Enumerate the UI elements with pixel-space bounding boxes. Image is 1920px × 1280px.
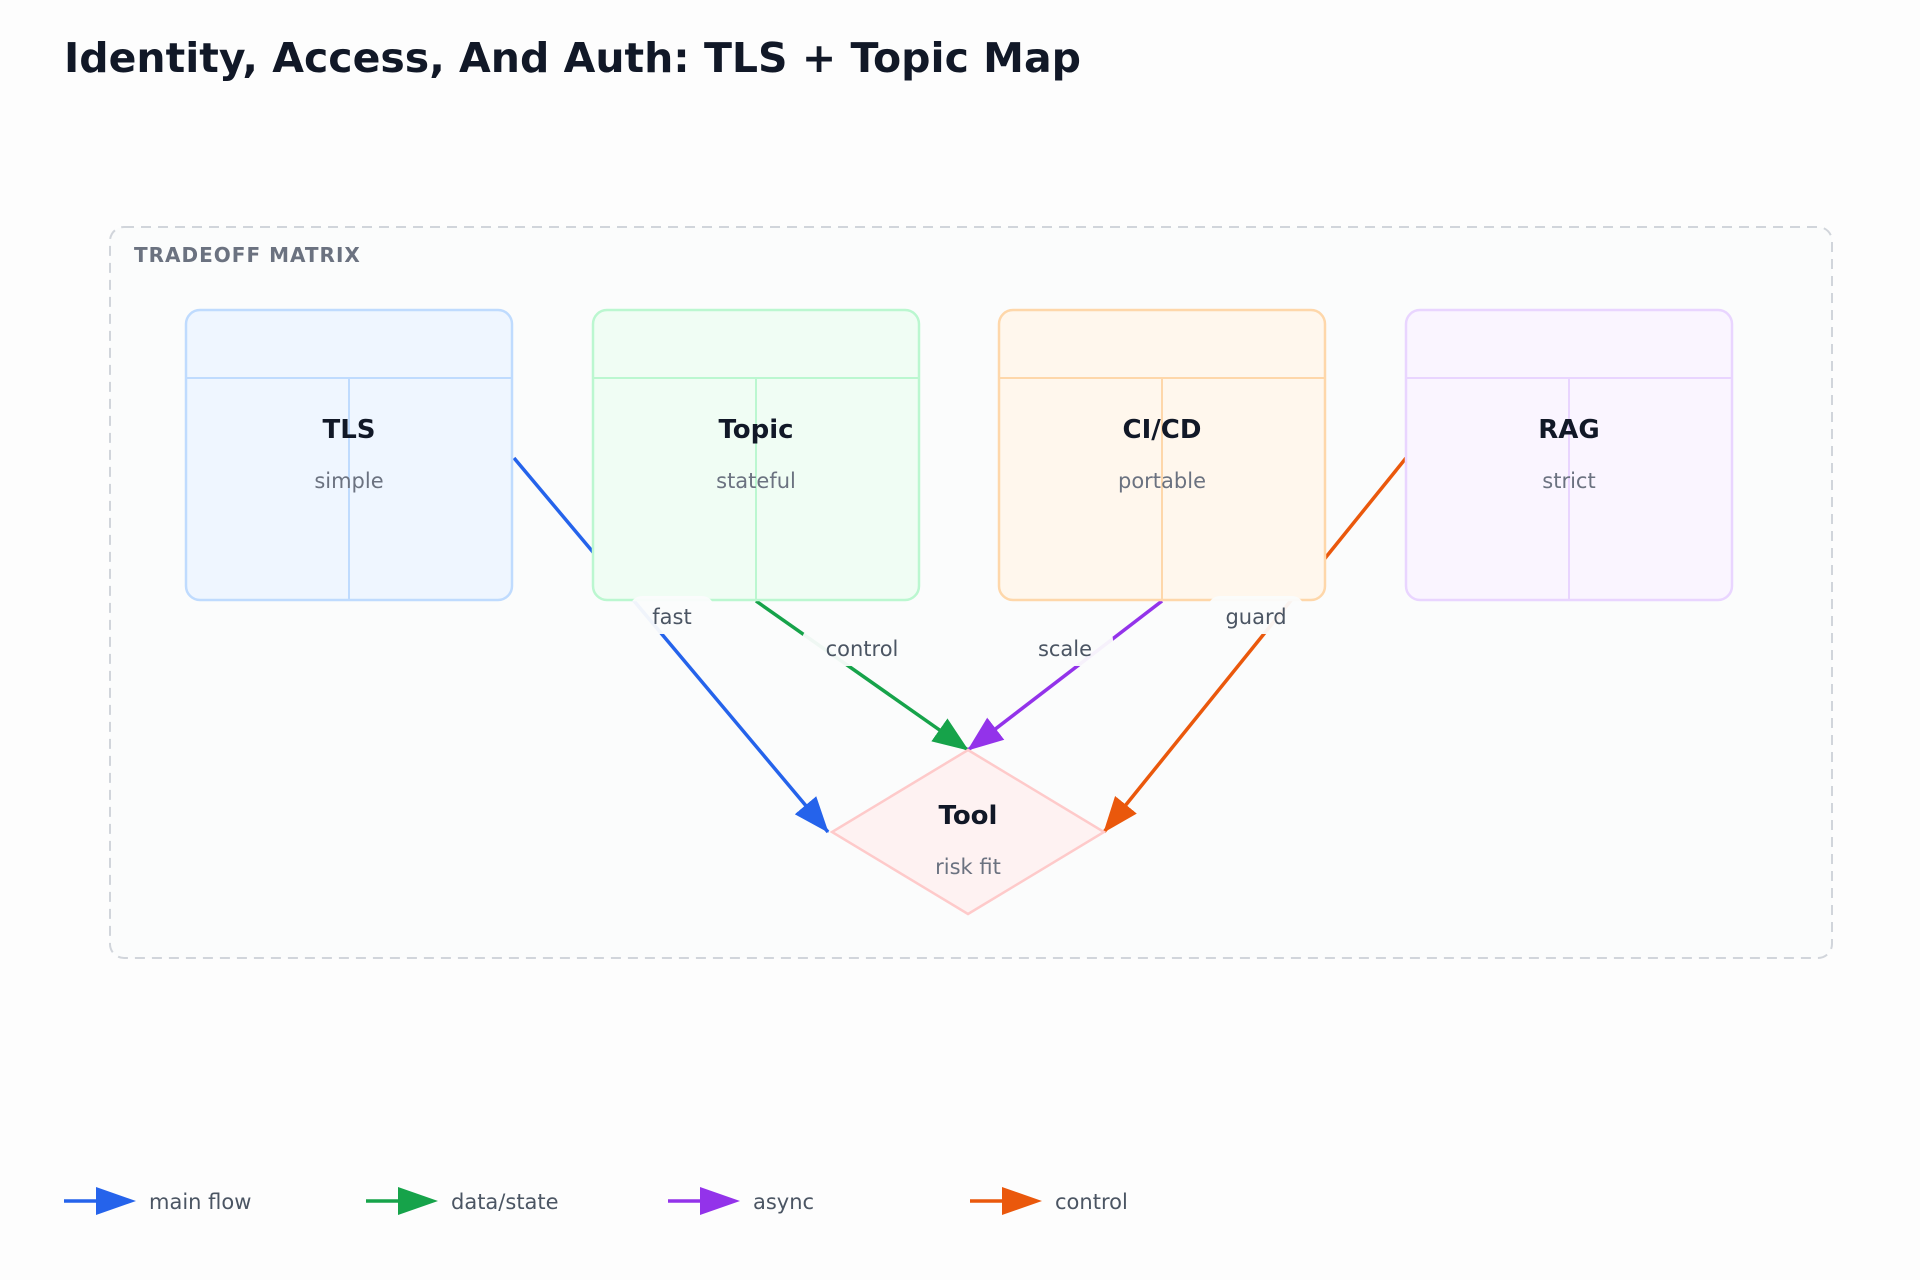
node-tool[interactable]: Tool risk fit — [829, 748, 1107, 916]
edge-label-text: guard — [1225, 605, 1286, 629]
edge-label-scale: scale — [1017, 628, 1113, 666]
edge-label-fast: fast — [630, 596, 714, 634]
node-subtitle: portable — [1118, 469, 1206, 493]
node-subtitle: strict — [1542, 469, 1595, 493]
node-tls[interactable]: TLS simple — [184, 308, 514, 602]
edge-tls-to-tool — [512, 456, 830, 834]
legend-label: main flow — [149, 1190, 251, 1214]
node-subtitle: stateful — [716, 469, 796, 493]
edges-layer — [512, 456, 1408, 834]
edge-cicd-to-tool — [966, 599, 1164, 752]
node-rag[interactable]: RAG strict — [1404, 308, 1734, 602]
group-label: TRADEOFF MATRIX — [134, 243, 361, 267]
node-cicd[interactable]: CI/CD portable — [997, 308, 1327, 602]
node-topic[interactable]: Topic stateful — [591, 308, 921, 602]
edge-label-text: scale — [1038, 637, 1092, 661]
legend-item-async: async — [668, 1187, 814, 1215]
legend-label: data/state — [451, 1190, 559, 1214]
decision-diamond — [829, 748, 1107, 916]
edge-label-text: fast — [652, 605, 691, 629]
tradeoff-matrix-group — [109, 226, 1833, 959]
edge-label-text: control — [826, 637, 899, 661]
legend: main flow data/state async control — [64, 1187, 1128, 1215]
legend-item-data-state: data/state — [366, 1187, 559, 1215]
nodes-layer: TLS simple Topic stateful CI/CD portable RAG st… — [184, 308, 1734, 916]
edge-rag-to-tool — [1102, 456, 1408, 834]
edge-label-control: control — [802, 628, 922, 666]
legend-item-control: control — [970, 1187, 1128, 1215]
edge-label-guard: guard — [1208, 596, 1304, 634]
edge-topic-to-tool — [754, 599, 970, 752]
page-title: Identity, Access, And Auth: TLS + Topic … — [64, 34, 1081, 82]
node-title: CI/CD — [1123, 415, 1202, 445]
legend-arrow-icon — [700, 1187, 740, 1215]
node-title: TLS — [322, 415, 375, 445]
legend-arrow-icon — [398, 1187, 438, 1215]
legend-item-main-flow: main flow — [64, 1187, 251, 1215]
node-title: Topic — [718, 415, 793, 445]
node-subtitle: simple — [314, 469, 383, 493]
legend-arrow-icon — [1002, 1187, 1042, 1215]
node-subtitle: risk fit — [935, 855, 1001, 879]
legend-label: async — [753, 1190, 814, 1214]
legend-arrow-icon — [96, 1187, 136, 1215]
node-title: RAG — [1538, 415, 1599, 445]
edge-labels-layer: fast control scale guard — [630, 596, 1304, 666]
node-title: Tool — [939, 801, 998, 831]
legend-label: control — [1055, 1190, 1128, 1214]
